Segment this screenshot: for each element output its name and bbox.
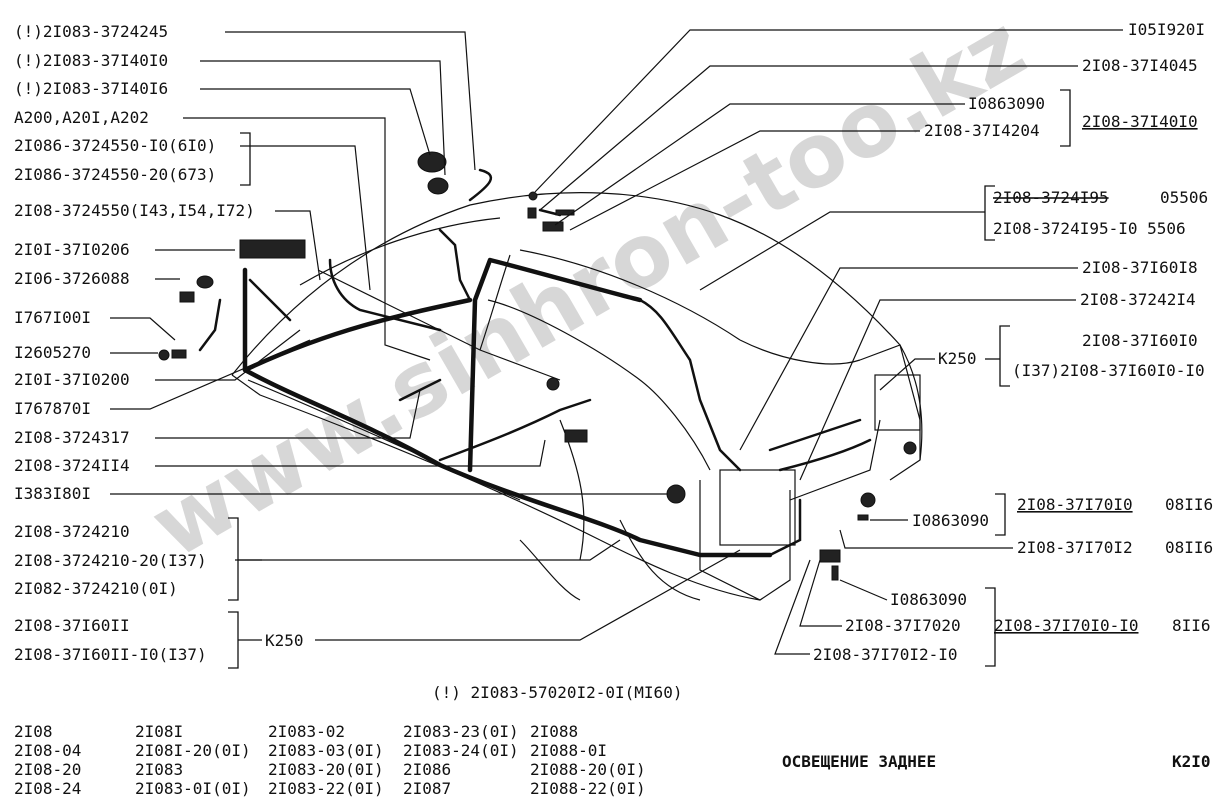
leader-lines-left [110, 31, 741, 641]
model-cell: 2I083-02 [268, 722, 345, 741]
label-l18: 2I08-3724210-20(I37) [14, 551, 207, 570]
model-cell: 2I083-24(0I) [403, 741, 519, 760]
right-labels: I05I920I 2I08-37I4045 I0863090 2I08-37I4… [813, 20, 1213, 664]
label-l8: 2I0I-37I0206 [14, 240, 130, 259]
left-labels: (!)2I083-3724245 (!)2I083-37I40I0 (!)2I0… [14, 22, 304, 664]
model-cell: 2I08 [14, 722, 53, 741]
label-r1: I05I920I [1128, 20, 1205, 39]
model-cell: 2I088-0I [530, 741, 607, 760]
model-cell: 2I08-24 [14, 779, 81, 798]
section-title: ОСВЕЩЕНИЕ ЗАДНЕЕ [782, 752, 936, 771]
model-cell: 2I088-22(0I) [530, 779, 646, 798]
model-cell: 2I086 [403, 760, 451, 779]
label-r18: 2I08-37I70I0-I0 [994, 616, 1139, 635]
bulb-part-7 [860, 492, 876, 508]
model-cell: 2I083-23(0I) [403, 722, 519, 741]
bulb-part-3 [528, 191, 538, 201]
label-l11: I2605270 [14, 343, 91, 362]
label-r14: I0863090 [912, 511, 989, 530]
label-r15: 2I08-37I70I2 [1017, 538, 1133, 557]
model-cell: 2I08-04 [14, 741, 81, 760]
label-l10: I767I00I [14, 308, 91, 327]
model-cell: 2I083-03(0I) [268, 741, 384, 760]
label-l19: 2I082-3724210(0I) [14, 579, 178, 598]
model-cell: 2I083-22(0I) [268, 779, 384, 798]
model-cell: 2I087 [403, 779, 451, 798]
label-r13b: 08II6 [1165, 495, 1213, 514]
label-l1: (!)2I083-3724245 [14, 22, 168, 41]
label-l15: 2I08-3724II4 [14, 456, 130, 475]
label-l3: (!)2I083-37I40I6 [14, 79, 168, 98]
label-r2: 2I08-37I4045 [1082, 56, 1198, 75]
wire-harness [198, 168, 872, 558]
socket-part-1 [158, 349, 170, 361]
bulb-part-1 [179, 291, 195, 303]
bulb-part-4 [527, 207, 537, 219]
connector-part [903, 441, 917, 455]
socket-part-3 [819, 549, 841, 563]
model-cell: 2I083 [135, 760, 183, 779]
label-r17: 2I08-37I7020 [845, 616, 961, 635]
model-cell: 2I08I-20(0I) [135, 741, 251, 760]
reflector-part [564, 429, 588, 443]
socket-part-2 [857, 514, 869, 521]
label-l13: I767870I [14, 399, 91, 418]
label-r6b: 05506 [1160, 188, 1208, 207]
label-l16: I383I80I [14, 484, 91, 503]
label-r15b: 08II6 [1165, 538, 1213, 557]
label-l6: 2I086-3724550-20(673) [14, 165, 216, 184]
label-r13: 2I08-37I70I0 [1017, 495, 1133, 514]
brackets [228, 89, 1071, 669]
screw-part-1 [171, 349, 187, 359]
label-l17: 2I08-3724210 [14, 522, 130, 541]
model-cell: 2I083-20(0I) [268, 760, 384, 779]
label-r10: 2I08-37I60I0 [1082, 331, 1198, 350]
label-r7: 2I08-3724I95-I0 5506 [993, 219, 1186, 238]
components [158, 151, 917, 581]
grommet-part [666, 484, 686, 504]
label-r9: 2I08-37242I4 [1080, 290, 1196, 309]
label-r6: 2I08-3724I95 [993, 188, 1109, 207]
grommet-part-2 [546, 377, 560, 391]
model-cell: 2I088 [530, 722, 578, 741]
bulb-part-2 [196, 275, 214, 289]
label-r12: (I37)2I08-37I60I0-I0 [1012, 361, 1205, 380]
label-l4: A200,A20I,A202 [14, 108, 149, 127]
socket-part-4 [831, 565, 839, 581]
leader-lines-right [534, 29, 1123, 655]
label-l5: 2I086-3724550-I0(6I0) [14, 136, 216, 155]
label-l21: 2I08-37I60II-I0(I37) [14, 645, 207, 664]
label-r3: I0863090 [968, 94, 1045, 113]
section-code: K2I0 [1172, 752, 1211, 771]
label-r18b: 8II6 [1172, 616, 1211, 635]
label-r8: 2I08-37I60I8 [1082, 258, 1198, 277]
model-cell: 2I088-20(0I) [530, 760, 646, 779]
model-cell: 2I08I [135, 722, 183, 741]
bulb-part-5 [542, 221, 564, 232]
label-r11: K250 [938, 349, 977, 368]
label-l20: 2I08-37I60II [14, 616, 130, 635]
label-l9: 2I06-3726088 [14, 269, 130, 288]
label-r5: 2I08-37I40I0 [1082, 112, 1198, 131]
label-l22: K250 [265, 631, 304, 650]
label-r16: I0863090 [890, 590, 967, 609]
car-body-outline [231, 192, 923, 601]
model-cell: 2I08-20 [14, 760, 81, 779]
plate-lamp-part [239, 239, 306, 259]
model-cell: 2I083-0I(0I) [135, 779, 251, 798]
label-r19: 2I08-37I70I2-I0 [813, 645, 958, 664]
label-r4: 2I08-37I4204 [924, 121, 1040, 140]
bottom-note: (!) 2I083-57020I2-0I(MI60) [432, 683, 682, 702]
label-l2: (!)2I083-37I40I0 [14, 51, 168, 70]
lamp-housing-1 [417, 151, 447, 173]
lamp-housing-2 [427, 177, 449, 195]
label-l7: 2I08-3724550(I43,I54,I72) [14, 201, 255, 220]
label-l14: 2I08-3724317 [14, 428, 130, 447]
label-l12: 2I0I-37I0200 [14, 370, 130, 389]
models-table: 2I08 2I08-04 2I08-20 2I08-24 2I08I 2I08I… [14, 722, 646, 798]
watermark: www.sinhron-too.kz [134, 0, 1042, 578]
